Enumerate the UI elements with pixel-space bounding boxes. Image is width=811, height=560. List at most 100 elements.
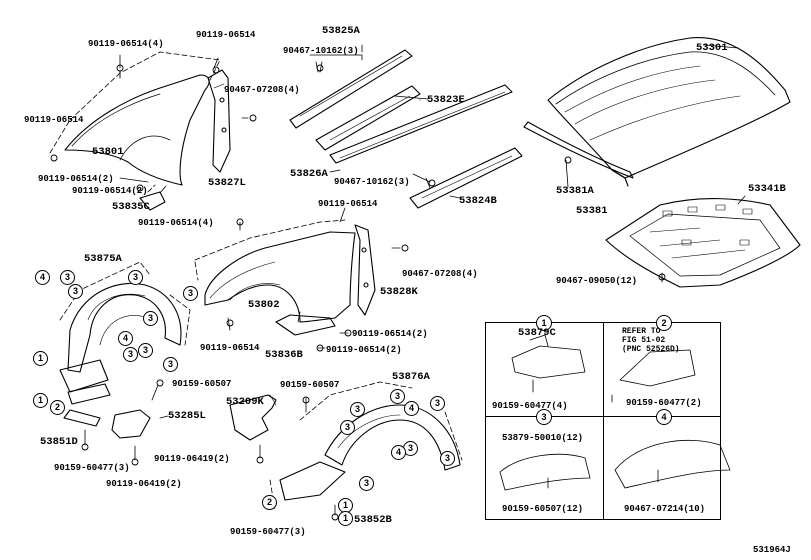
callout-3: 3 (440, 451, 455, 466)
shield-53285L (59, 359, 169, 461)
callout-3: 3 (359, 476, 374, 491)
label-53827L: 53827L (208, 177, 246, 189)
detail-box-4-fastener: 90467-07214(10) (624, 504, 706, 514)
callout-3: 3 (60, 270, 75, 285)
callout-3: 3 (128, 270, 143, 285)
label-90119-06514-2b: 90119-06514(2) (72, 186, 148, 196)
fastener-glyphs (50, 64, 666, 521)
callout-3: 3 (123, 347, 138, 362)
detail-box-4-number: 4 (656, 409, 672, 425)
label-90467-10162-a: 90467-10162(3) (283, 46, 359, 56)
callout-3: 3 (163, 357, 178, 372)
detail-box-2-number: 2 (656, 315, 672, 331)
callout-3: 3 (350, 402, 365, 417)
detail-box-1-number: 1 (536, 315, 552, 331)
callout-3: 3 (340, 420, 355, 435)
callout-3: 3 (183, 286, 198, 301)
callout-2: 2 (262, 495, 277, 510)
label-53828K: 53828K (380, 286, 418, 298)
label-53381A: 53381A (556, 185, 594, 197)
detail-box-3-part: 53879-50010(12) (502, 433, 584, 443)
label-90467-10162-b: 90467-10162(3) (334, 177, 410, 187)
label-53836B: 53836B (265, 349, 303, 361)
label-90119-06514-4b: 90119-06514(4) (138, 218, 214, 228)
label-90467-07208-b: 90467-07208(4) (402, 269, 478, 279)
callout-4: 4 (35, 270, 50, 285)
callout-1: 1 (33, 351, 48, 366)
label-90159-60477-3b: 90159-60477(3) (230, 527, 306, 537)
callout-1: 1 (338, 498, 353, 513)
liner-53876A (269, 381, 463, 516)
label-53823E: 53823E (427, 94, 465, 106)
label-90119-06514-bot: 90119-06514 (200, 343, 260, 353)
detail-box-2: 2 REFER TO FIG 51-02 (PNC 52526D) 90159-… (603, 315, 721, 417)
label-90119-06514-2c: 90119-06514(2) (352, 329, 428, 339)
callout-3: 3 (143, 311, 158, 326)
callout-4: 4 (118, 331, 133, 346)
callout-1: 1 (33, 393, 48, 408)
detail-box-2-note-line2: FIG 51-02 (622, 336, 666, 345)
label-53851D: 53851D (40, 436, 78, 448)
bracket-53828K (354, 224, 401, 316)
callout-3: 3 (390, 389, 405, 404)
callout-3: 3 (138, 343, 153, 358)
detail-box-2-note-line1: REFER TO (622, 327, 661, 336)
label-90119-06514-4a: 90119-06514(4) (88, 39, 164, 49)
fender-53801 (49, 51, 221, 193)
label-90119-06514-2d: 90119-06514(2) (326, 345, 402, 355)
detail-box-1-part: 53879C (518, 327, 556, 339)
callout-2: 2 (50, 400, 65, 415)
fender-seals (289, 44, 523, 209)
label-90467-07208-a: 90467-07208(4) (224, 85, 300, 95)
label-90159-60507-b: 90159-60507 (280, 380, 340, 390)
label-53801: 53801 (92, 146, 124, 158)
label-53876A: 53876A (392, 371, 430, 383)
bracket-53827L (207, 69, 249, 173)
label-90119-06514-left: 90119-06514 (24, 115, 84, 125)
label-90119-06514-2a: 90119-06514(2) (38, 174, 114, 184)
hood-53301 (523, 37, 791, 188)
label-53341B: 53341B (748, 183, 786, 195)
label-53285L: 53285L (168, 410, 206, 422)
detail-box-3: 3 53879-50010(12) 90159-60507(12) (485, 409, 604, 520)
label-53826A: 53826A (290, 168, 328, 180)
label-53852B: 53852B (354, 514, 392, 526)
label-90119-06419-2a: 90119-06419(2) (106, 479, 182, 489)
label-90467-09050: 90467-09050(12) (556, 276, 638, 286)
label-53835C: 53835C (112, 201, 150, 213)
detail-box-1-fastener: 90159-60477(4) (492, 401, 568, 411)
callout-3: 3 (430, 396, 445, 411)
detail-box-3-number: 3 (536, 409, 552, 425)
label-53825A: 53825A (322, 25, 360, 37)
callout-4: 4 (391, 445, 406, 460)
label-53802: 53802 (248, 299, 280, 311)
label-53301: 53301 (696, 42, 728, 54)
hood-insulator-53341B (605, 195, 801, 288)
detail-sketches (499, 334, 731, 491)
detail-box-3-fastener: 90159-60507(12) (502, 504, 584, 514)
callout-3: 3 (68, 284, 83, 299)
label-53209K: 53209K (226, 396, 264, 408)
label-53875A: 53875A (84, 253, 122, 265)
callout-4: 4 (404, 401, 419, 416)
fender-53802 (194, 207, 356, 331)
detail-box-2-note-line3: (PNC 52526D) (622, 345, 680, 354)
label-53824B: 53824B (459, 195, 497, 207)
bracket-53835C (119, 177, 167, 211)
label-90159-60477-3a: 90159-60477(3) (54, 463, 130, 473)
detail-box-4: 4 90467-07214(10) (603, 409, 721, 520)
callout-1: 1 (338, 511, 353, 526)
detail-box-2-fastener: 90159-60477(2) (626, 398, 702, 408)
label-90119-06514-mid: 90119-06514 (318, 199, 378, 209)
liner-53875A (59, 261, 191, 373)
label-90119-06514-top: 90119-06514 (196, 30, 256, 40)
label-90159-60507-a: 90159-60507 (172, 379, 232, 389)
detail-box-1: 1 53879C 90159-60477(4) (485, 315, 604, 417)
label-53381: 53381 (576, 205, 608, 217)
diagram-id: 531964J (753, 545, 791, 555)
callout-3: 3 (403, 441, 418, 456)
label-90119-06419-2b: 90119-06419(2) (154, 454, 230, 464)
bracket-53836B (275, 311, 349, 349)
